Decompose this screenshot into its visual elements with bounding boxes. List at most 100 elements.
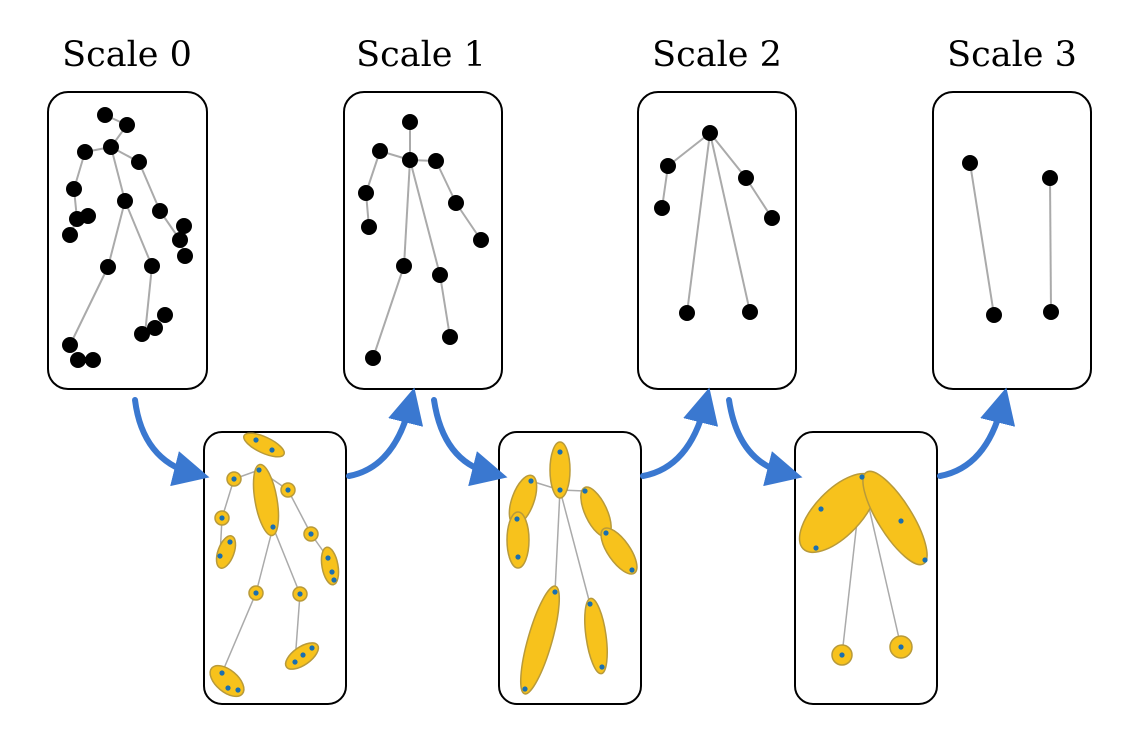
pool-0-1-point [285, 487, 291, 493]
scale-3-skeleton [962, 155, 1059, 323]
arrow-scale0-to-pool [132, 397, 210, 487]
pool-1-2-point [582, 488, 588, 494]
scale-2-joint [654, 200, 670, 216]
scale-1-title: Scale 1 [356, 35, 486, 75]
scale-0-joint [103, 139, 119, 155]
scale-0-skeleton [62, 107, 193, 368]
arrow-pool-to-scale3 [937, 387, 1016, 479]
pool-2-3-point [922, 557, 928, 563]
arrow-scale2-to-pool [726, 397, 803, 487]
scale-0-joint [62, 227, 78, 243]
scale-3-joint [986, 307, 1002, 323]
pool-1-2-point [557, 487, 563, 493]
pool-1-2-ellipse [600, 527, 638, 575]
scale-0-joint [177, 248, 193, 264]
scale-3-panel [932, 91, 1092, 390]
scale-2-joint [660, 158, 676, 174]
arrow-scale1-to-pool [431, 397, 508, 487]
pool-1-2-point [514, 516, 520, 522]
scale-1-joint [365, 350, 381, 366]
scale-0-joint [66, 181, 82, 197]
pool-0-1-ellipse [209, 664, 245, 698]
pool-0-1-point [227, 539, 233, 545]
pool-2-3-point [859, 474, 865, 480]
pool-2-3-panel [794, 431, 938, 705]
pool-0-1-ellipse [252, 463, 280, 537]
scale-2-joint [702, 125, 718, 141]
scale-2-skeleton [654, 125, 780, 321]
pool-1-2-point [557, 449, 563, 455]
pool-0-1-point [325, 555, 331, 561]
pool-2-3-point [813, 545, 819, 551]
scale-0-joint [131, 154, 147, 170]
pool-0-1-point [219, 670, 225, 676]
pool-0-1-point [297, 591, 303, 597]
scale-1-joint [448, 195, 464, 211]
pool-0-1-point [253, 590, 259, 596]
pool-0-1-panel [203, 431, 347, 705]
pool-1-2-point [599, 664, 605, 670]
scale-0-joint [117, 193, 133, 209]
pool-1-2-point [552, 589, 558, 595]
pool-0-1-point [329, 569, 335, 575]
scale-3-title: Scale 3 [947, 35, 1077, 75]
pool-1-2-ellipse [549, 441, 571, 499]
scale-1-joint [402, 114, 418, 130]
panels [47, 91, 1092, 705]
pool-0-1-point [231, 476, 237, 482]
scale-3-joint [1042, 170, 1058, 186]
pool-0-1-skeleton [209, 432, 340, 698]
scale-0-joint [77, 144, 93, 160]
scale-1-joint [361, 219, 377, 235]
scale-2-joint [764, 210, 780, 226]
scale-0-joint [144, 258, 160, 274]
scale-0-joint [100, 259, 116, 275]
pool-1-2-ellipse [506, 511, 530, 569]
pool-1-2-panel [498, 431, 642, 705]
scale-1-joint [428, 153, 444, 169]
scale-1-joint [358, 185, 374, 201]
scale-0-joint [85, 352, 101, 368]
pool-1-2-skeleton [506, 441, 638, 695]
pool-0-1-ellipse [243, 432, 285, 458]
scale-0-joint [176, 218, 192, 234]
pool-0-1-point [219, 515, 225, 521]
pool-0-1-point [235, 687, 241, 693]
pool-1-2-point [528, 478, 534, 484]
pool-1-2-ellipse [584, 597, 608, 675]
scale-1-joint [473, 232, 489, 248]
arrow-pool-to-scale2 [640, 387, 719, 479]
pool-1-2-point [587, 601, 593, 607]
scale-2-joint [679, 305, 695, 321]
pool-1-2-ellipse [519, 585, 561, 695]
scale-0-joint [157, 307, 173, 323]
pool-0-1-point [308, 531, 314, 537]
pool-0-1-ellipse [320, 546, 340, 586]
scale-0-title: Scale 0 [62, 35, 192, 75]
pool-0-1-point [270, 524, 276, 530]
scale-0-joint [172, 232, 188, 248]
pool-2-3-ellipse [862, 470, 928, 566]
scale-2-joint [742, 304, 758, 320]
scale-3-joint [1043, 304, 1059, 320]
scale-2-title: Scale 2 [652, 35, 782, 75]
scale-1-joint [432, 267, 448, 283]
pool-0-1-point [300, 652, 306, 658]
pool-0-1-point [331, 577, 337, 583]
pool-0-1-point [225, 685, 231, 691]
arrows [132, 387, 1016, 487]
pool-0-1-point [309, 645, 315, 651]
scale-1-skeleton [358, 114, 489, 366]
scale-1-joint [402, 152, 418, 168]
pool-0-1-point [253, 437, 259, 443]
pool-0-1-point [292, 659, 298, 665]
pool-2-3-skeleton [798, 470, 928, 666]
pool-0-1-point [269, 447, 275, 453]
pool-0-1-point [217, 553, 223, 559]
arrow-pool-to-scale1 [346, 387, 424, 479]
pool-2-3-point [818, 506, 824, 512]
pool-1-2-point [629, 567, 635, 573]
scale-0-joint [152, 203, 168, 219]
pool-2-3-point [898, 518, 904, 524]
